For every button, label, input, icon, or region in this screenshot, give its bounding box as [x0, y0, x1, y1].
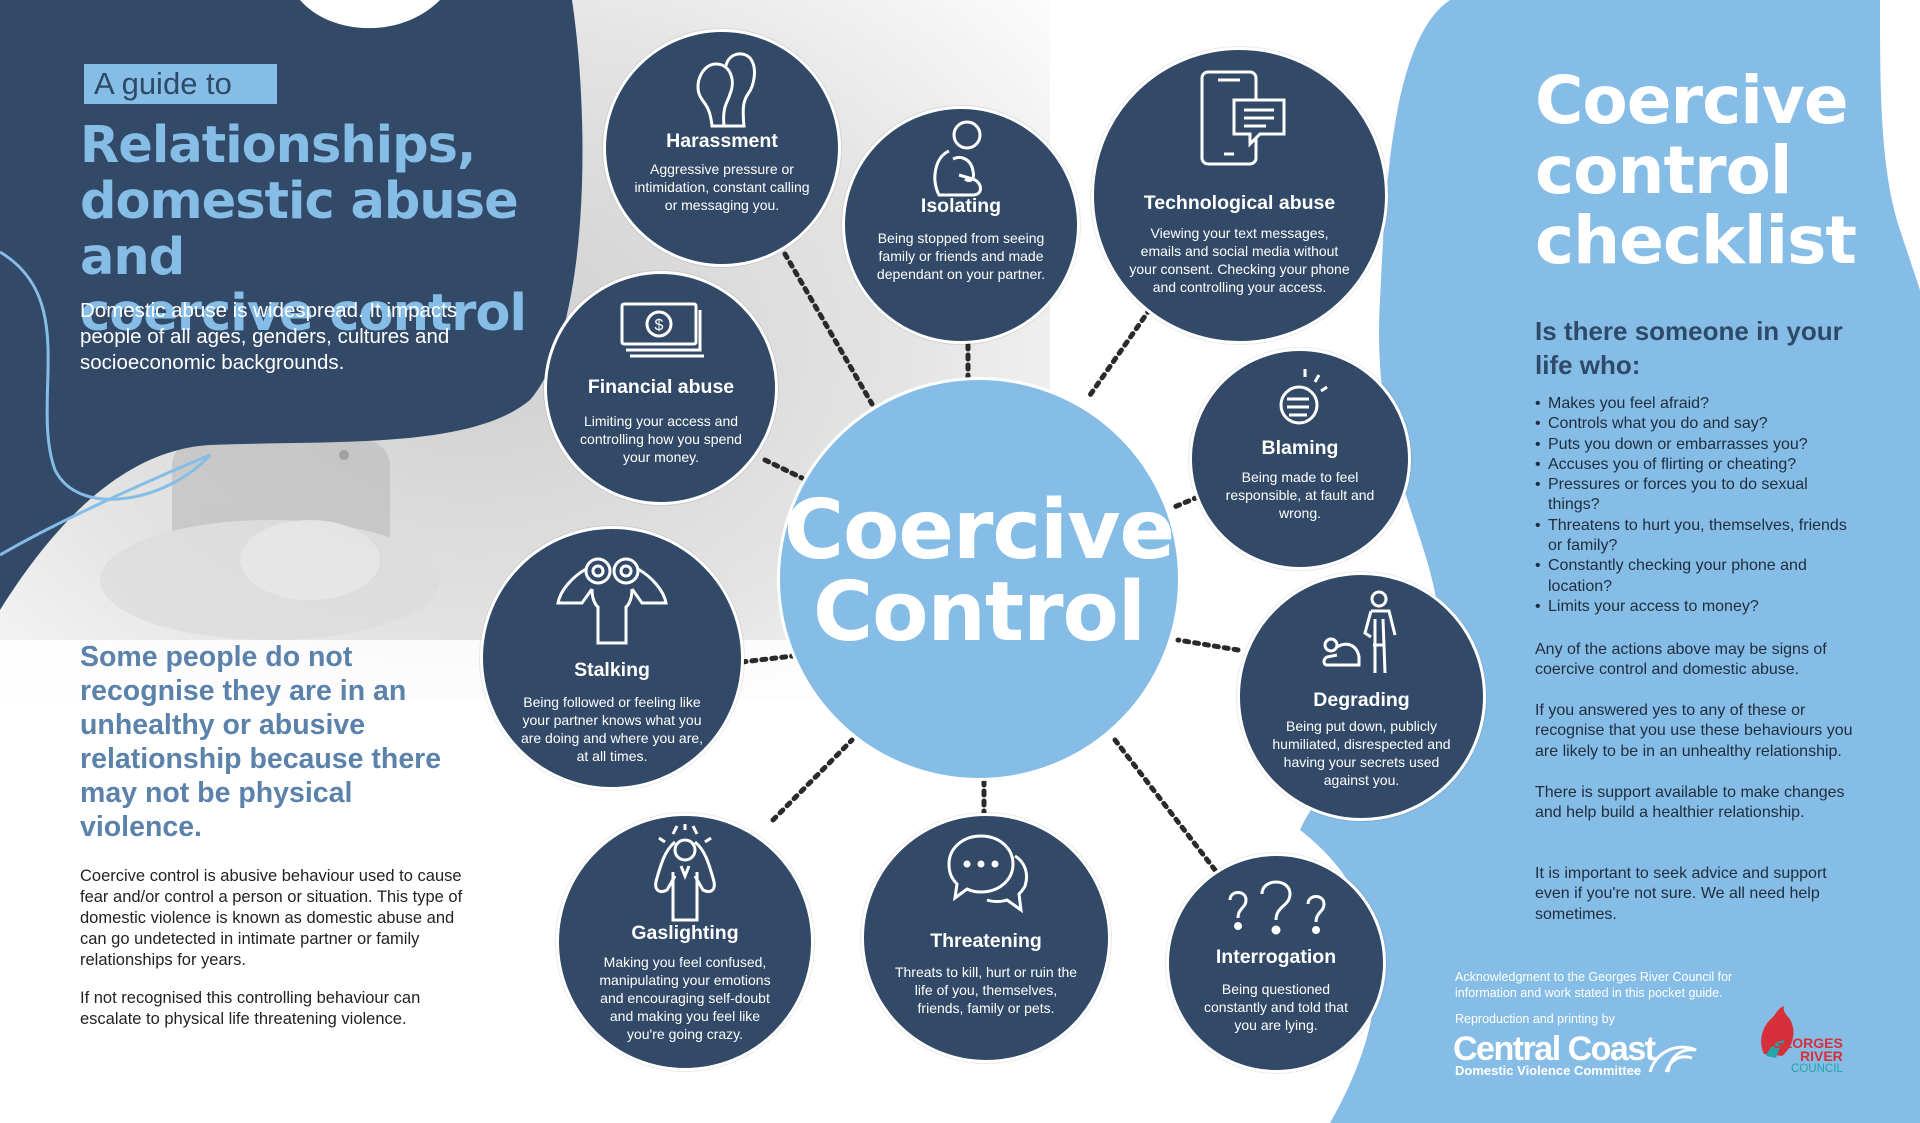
node-technological-abuse: Technological abuse Viewing your text me…	[1091, 47, 1388, 344]
node-desc: Being followed or feeling like your part…	[520, 694, 704, 764]
node-title: Isolating	[920, 195, 1002, 217]
node-desc: Being put down, publicly humiliated, dis…	[1272, 718, 1451, 788]
node-title: Technological abuse	[1143, 192, 1336, 214]
node-desc: Aggressive pressure or intimidation, con…	[634, 161, 810, 213]
node-desc: Limiting your access and controlling how…	[580, 413, 742, 465]
main-title-line-1: Relationships,	[80, 116, 476, 175]
node-title: Stalking	[574, 659, 650, 681]
speech-bubbles-icon	[947, 834, 1029, 914]
gr-logo-line-1: GEORGES	[1772, 1035, 1843, 1051]
checklist-para-4: It is important to seek advice and suppo…	[1535, 865, 1827, 923]
checklist-para-2: If you answered yes to any of these or r…	[1535, 702, 1853, 760]
center-circle	[777, 377, 1181, 781]
node-desc: Viewing your text messages, emails and s…	[1129, 225, 1350, 295]
node-interrogation: Interrogation Being questioned constantl…	[1166, 853, 1386, 1073]
node-title: Threatening	[930, 930, 1042, 952]
node-title: Degrading	[1313, 689, 1410, 711]
center-title-line-2: Control	[813, 565, 1146, 660]
node-title: Blaming	[1261, 437, 1339, 459]
phone-photo	[100, 440, 440, 640]
node-desc: Threats to kill, hurt or ruin the life o…	[894, 964, 1078, 1016]
checklist: Makes you feel afraid? Controls what you…	[1535, 394, 1855, 618]
stressed-person-icon	[654, 824, 716, 922]
guide-tag: A guide to	[84, 64, 277, 104]
node-title: Financial abuse	[587, 376, 735, 398]
node-title: Gaslighting	[631, 922, 739, 944]
checklist-item: Constantly checking your phone and locat…	[1535, 556, 1855, 597]
highlight-text: Some people do not recognise they are in…	[80, 641, 442, 843]
georges-river-emblem-icon	[1761, 1006, 1794, 1058]
left-navy-blob	[0, 0, 583, 610]
checklist-title-line-1: Coercive	[1535, 62, 1849, 139]
banknote-dollar-icon: $	[620, 302, 704, 358]
checklist-item: Controls what you do and say?	[1535, 414, 1855, 435]
node-harassment: Harassment Aggressive pressure or intimi…	[603, 29, 841, 267]
checklist-item: Accuses you of flirting or cheating?	[1535, 455, 1855, 476]
gr-logo-line-3: COUNCIL	[1791, 1063, 1843, 1075]
central-coast-logo: Central Coast	[1453, 1030, 1656, 1068]
hugging-knees-person-icon	[933, 120, 982, 197]
node-desc: Being stopped from seeing family or frie…	[876, 230, 1046, 282]
node-financial-abuse: $ Financial abuse Limiting your access a…	[544, 271, 778, 505]
node-gaslighting: Gaslighting Making you feel confused, ma…	[556, 813, 814, 1071]
checklist-item: Limits your access to money?	[1535, 597, 1855, 618]
humiliation-figures-icon	[1322, 590, 1396, 674]
checklist-para-3: There is support available to make chang…	[1535, 784, 1845, 822]
center-title: Coercive Control	[777, 490, 1181, 654]
main-title: Relationships, domestic abuse and coerci…	[80, 118, 570, 342]
node-title: Harassment	[666, 130, 778, 152]
body-text-2: If not recognised this controlling behav…	[80, 989, 421, 1028]
pointing-finger-icon	[1279, 369, 1328, 425]
svg-text:$: $	[655, 317, 664, 334]
node-desc: Being questioned constantly and told tha…	[1204, 981, 1348, 1033]
central-coast-logo-sub: Domestic Violence Committee	[1455, 1063, 1642, 1078]
node-stalking: Stalking Being followed or feeling like …	[480, 526, 744, 790]
smartphone-message-icon	[1200, 70, 1285, 166]
checklist-item: Makes you feel afraid?	[1535, 394, 1855, 415]
node-blaming: Blaming Being made to feel responsible, …	[1189, 348, 1411, 570]
question-marks-icon	[1228, 880, 1326, 935]
main-title-line-2: domestic abuse and	[80, 172, 519, 287]
center-title-line-1: Coercive	[783, 483, 1175, 578]
checklist-question: Is there someone in your life who:	[1535, 316, 1843, 380]
people-silhouette-icon	[696, 52, 756, 128]
node-isolating: Isolating Being stopped from seeing fami…	[842, 106, 1080, 344]
acknowledgment: Acknowledgment to the Georges River Coun…	[1455, 970, 1733, 1000]
node-degrading: Degrading Being put down, publicly humil…	[1237, 572, 1486, 821]
checklist-item: Threatens to hurt you, themselves, frien…	[1535, 516, 1855, 557]
checklist-para-1: Any of the actions above may be signs of…	[1535, 641, 1827, 679]
reproduction-credit: Reproduction and printing by	[1455, 1012, 1615, 1026]
body-text-1: Coercive control is abusive behaviour us…	[80, 867, 463, 969]
main-title-line-3: coercive control	[80, 284, 527, 343]
georges-river-logo: GEORGES RIVER COUNCIL	[1772, 1035, 1843, 1076]
node-desc: Being made to feel responsible, at fault…	[1225, 469, 1375, 521]
binoculars-person-icon	[556, 557, 668, 645]
node-title: Interrogation	[1215, 946, 1337, 968]
node-desc: Making you feel confused, manipulating y…	[599, 954, 771, 1042]
checklist-item: Pressures or forces you to do sexual thi…	[1535, 475, 1855, 516]
wave-logo-icon	[1648, 1045, 1697, 1073]
node-threatening: Threatening Threats to kill, hurt or rui…	[861, 813, 1111, 1063]
checklist-title: Coercive control checklist	[1535, 66, 1875, 276]
intro-text: Domestic abuse is widespread. It impacts…	[80, 299, 458, 374]
checklist-title-line-3: checklist	[1535, 202, 1857, 279]
checklist-title-line-2: control	[1535, 132, 1793, 209]
gr-logo-line-2: RIVER	[1800, 1048, 1843, 1064]
checklist-item: Puts you down or embarrasses you?	[1535, 435, 1855, 456]
